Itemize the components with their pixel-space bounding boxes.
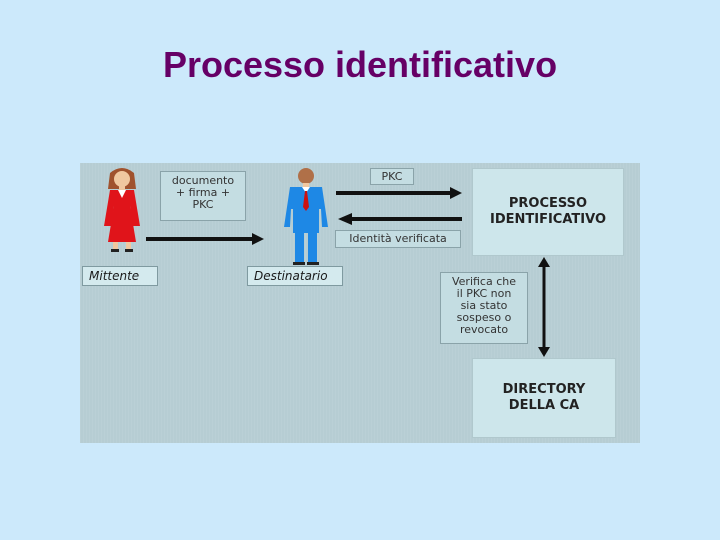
directory-box: DIRECTORY DELLA CA [472, 358, 616, 438]
diagram-graphics [104, 168, 550, 357]
check-line-3: sia stato [460, 299, 508, 312]
check-line-5: revocato [459, 323, 509, 336]
check-line-4: sospeso o [456, 311, 512, 324]
document-note: documento + firma + PKC [160, 171, 246, 221]
doc-line-1: documento [171, 174, 235, 187]
recipient-figure-icon [284, 168, 328, 265]
directory-line-2: DELLA CA [508, 398, 580, 413]
verified-label: Identità verificata [335, 230, 461, 248]
directory-double-arrow [538, 257, 550, 357]
sender-label: Mittente [82, 266, 158, 286]
doc-line-3: PKC [192, 198, 214, 211]
process-line-2: IDENTIFICATIVO [490, 212, 606, 227]
pkc-arrow [336, 187, 462, 199]
sender-figure-icon [104, 168, 140, 252]
page-title: Processo identificativo [162, 44, 558, 85]
pkc-label: PKC [370, 168, 414, 185]
send-arrow [146, 233, 264, 245]
check-line-1: Verifica che [451, 275, 517, 288]
doc-line-2: + firma + [175, 186, 231, 199]
verification-note: Verifica che il PKC non sia stato sospes… [440, 272, 528, 344]
process-box: PROCESSO IDENTIFICATIVO [472, 168, 624, 256]
verified-arrow [338, 213, 462, 225]
check-line-2: il PKC non [456, 287, 512, 300]
directory-line-1: DIRECTORY [502, 382, 586, 397]
recipient-label: Destinatario [247, 266, 343, 286]
process-line-1: PROCESSO [508, 196, 588, 211]
